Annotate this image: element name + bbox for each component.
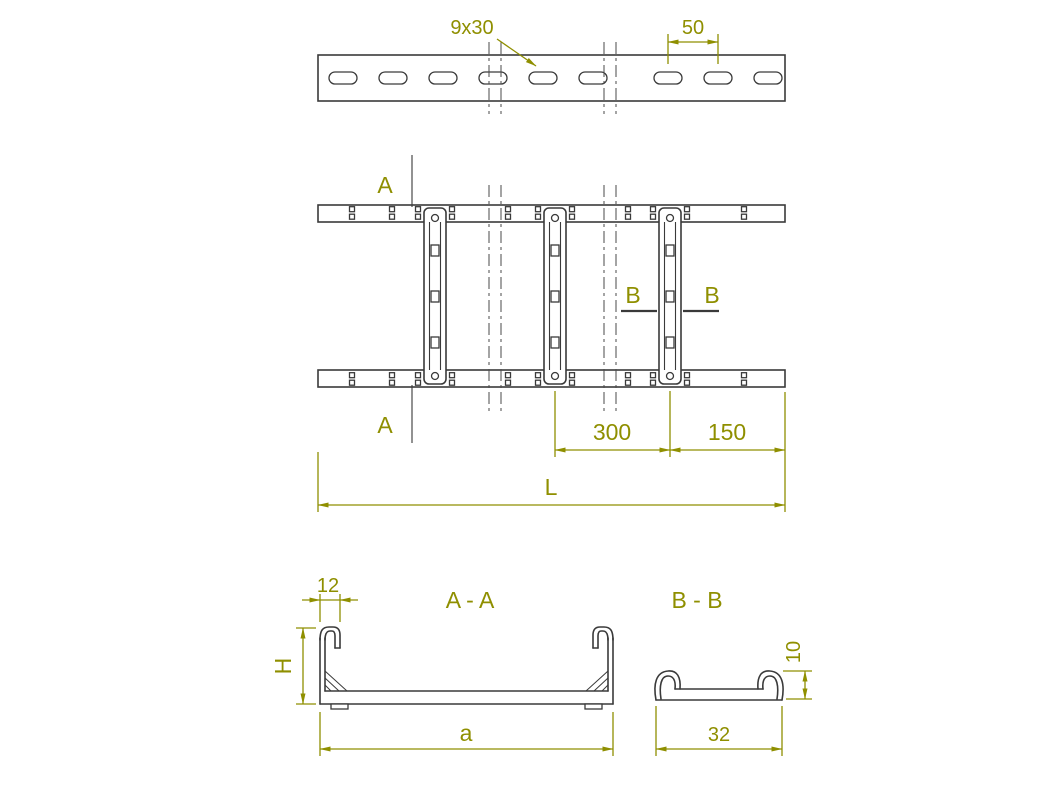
perforation	[568, 206, 576, 220]
perforation	[740, 372, 748, 386]
rung	[423, 207, 447, 385]
perforation	[448, 206, 456, 220]
width-32-label: 32	[708, 724, 730, 746]
perforation	[568, 372, 576, 386]
perforation	[504, 372, 512, 386]
perforation	[348, 206, 356, 220]
perforation	[683, 206, 691, 220]
top-view-centerlines	[488, 42, 617, 114]
section-bb-title: B - B	[671, 587, 722, 613]
slot-hole	[653, 71, 683, 85]
slot-pitch-label: 50	[682, 17, 704, 39]
perforation	[534, 206, 542, 220]
curl-height-label: 10	[783, 641, 805, 663]
flange-width-label: 12	[317, 575, 339, 597]
section-cut-a: A A	[377, 155, 413, 443]
perforation	[649, 206, 657, 220]
perforation	[624, 372, 632, 386]
slot-hole	[478, 71, 508, 85]
height-label: H	[270, 658, 296, 675]
slot-hole	[328, 71, 358, 85]
perforation	[649, 372, 657, 386]
plan-dimensions: 300 150 L	[317, 391, 786, 512]
perforation	[624, 206, 632, 220]
perforation	[414, 206, 422, 220]
foot-tab	[330, 703, 349, 710]
slot-hole	[378, 71, 408, 85]
slot-hole	[428, 71, 458, 85]
section-marker-a-top: A	[377, 172, 393, 198]
total-length-label: L	[545, 474, 558, 500]
end-spacing-label: 150	[708, 419, 746, 445]
perforation	[534, 372, 542, 386]
rung-spacing-label: 300	[593, 419, 631, 445]
curl-height-dimension: 10	[783, 641, 812, 700]
perforation	[388, 206, 396, 220]
rungs	[423, 207, 682, 385]
top-view-slots	[328, 71, 783, 85]
perforation	[388, 372, 396, 386]
slot-pitch-dimension: 50	[667, 17, 719, 64]
section-cut-b: B B	[621, 282, 720, 313]
perforation	[414, 372, 422, 386]
slot-hole	[753, 71, 783, 85]
section-bb: B - B 10 32	[654, 587, 812, 756]
slot-size-callout: 9x30	[450, 17, 537, 67]
foot-tab	[584, 703, 603, 710]
perforation	[448, 372, 456, 386]
section-aa-title: A - A	[446, 587, 495, 613]
perforation	[504, 206, 512, 220]
section-marker-a-bottom: A	[377, 412, 393, 438]
perforation	[348, 372, 356, 386]
plan-view: A A B B 300 150 L	[317, 155, 786, 512]
rung	[543, 207, 567, 385]
rung	[658, 207, 682, 385]
perforation	[740, 206, 748, 220]
width-a-dimension: a	[319, 712, 614, 756]
slot-hole	[703, 71, 733, 85]
slot-hole	[578, 71, 608, 85]
flange-width-dimension: 12	[302, 575, 358, 622]
section-marker-b-right: B	[704, 282, 719, 308]
width-a-label: a	[460, 720, 473, 746]
section-aa: A - A	[270, 575, 614, 756]
height-dimension: H	[270, 627, 316, 705]
width-32-dimension: 32	[655, 706, 783, 756]
top-view: 9x30 50	[317, 17, 786, 114]
slot-size-label: 9x30	[450, 17, 493, 39]
plan-centerlines	[488, 185, 617, 412]
section-aa-profile	[319, 626, 614, 710]
slot-hole	[528, 71, 558, 85]
perforation	[683, 372, 691, 386]
section-bb-profile	[654, 670, 784, 701]
section-marker-b-left: B	[625, 282, 640, 308]
